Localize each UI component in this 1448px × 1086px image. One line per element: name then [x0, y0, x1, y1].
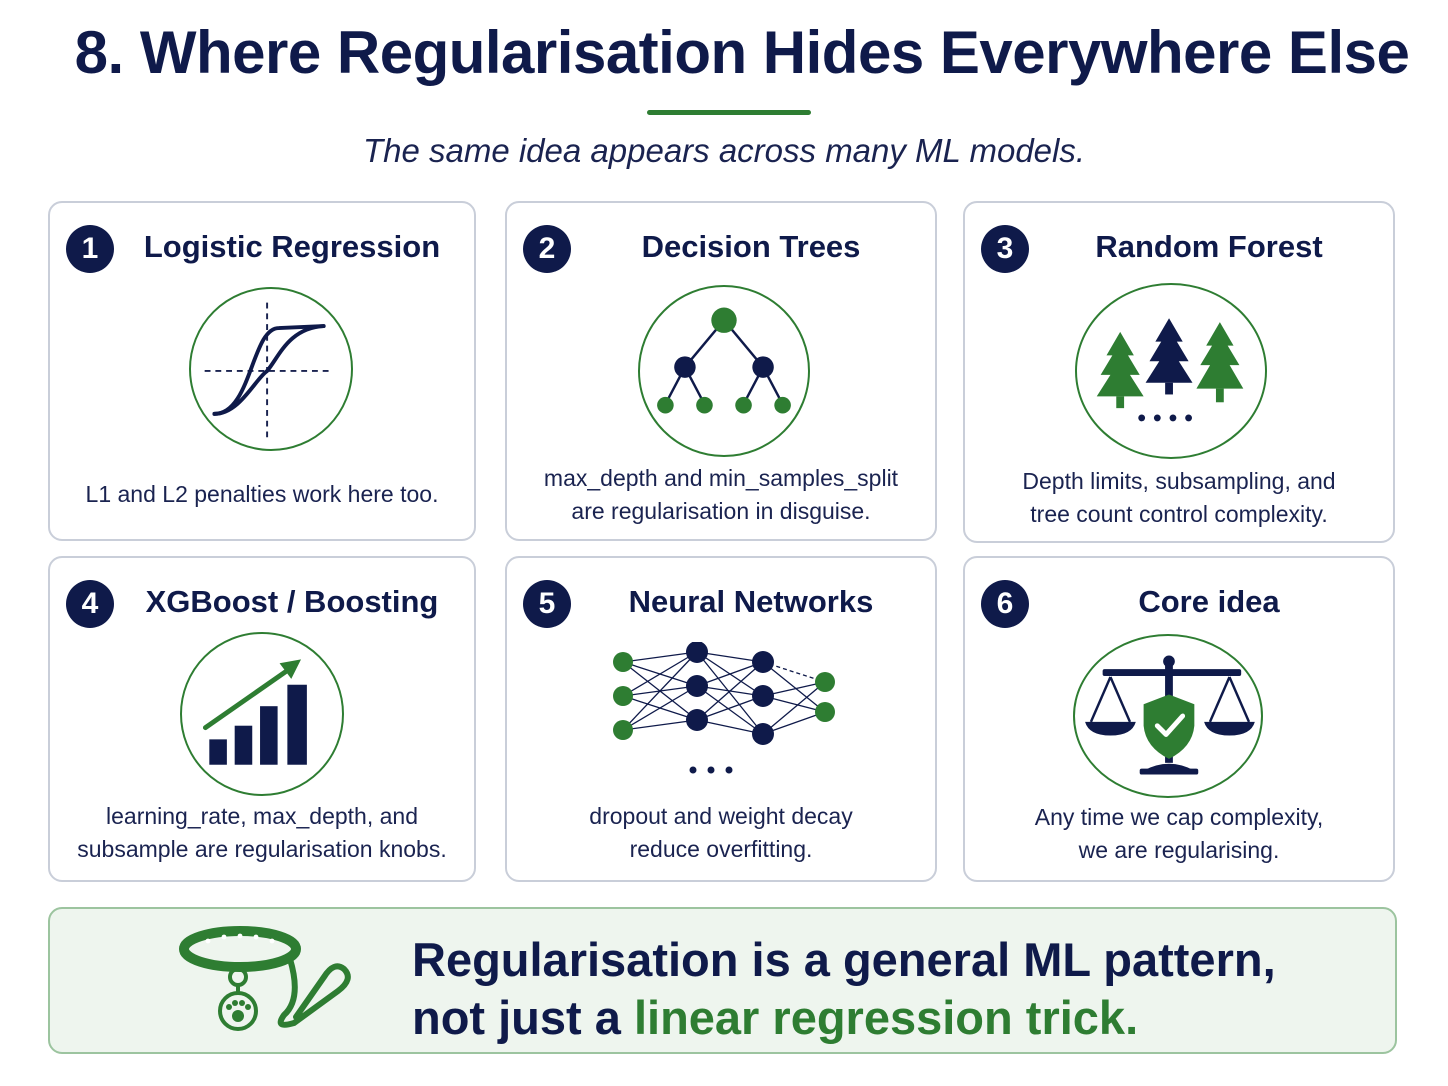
card-description-line: tree count control complexity.: [1030, 501, 1328, 527]
conclusion-line-2-prefix: not just a: [412, 991, 634, 1044]
conclusion-banner: Regularisation is a general ML pattern, …: [48, 907, 1397, 1054]
conclusion-text: Regularisation is a general ML pattern, …: [412, 931, 1276, 1047]
card-description-line: learning_rate, max_depth, and: [106, 803, 418, 829]
card-description-line: subsample are regularisation knobs.: [77, 836, 447, 862]
card-title: Logistic Regression: [143, 229, 441, 264]
card-title: Decision Trees: [641, 229, 861, 264]
card-random-forest: 3 Random Forest Depth limits,: [963, 201, 1395, 543]
page-subtitle: The same idea appears across many ML mod…: [362, 132, 1086, 169]
conclusion-line-2-accent: linear regression trick.: [633, 991, 1139, 1044]
collar-leash-icon: [179, 926, 351, 1031]
card-description: max_depth and min_samples_split are regu…: [517, 462, 925, 528]
conclusion-line-2: not just a linear regression trick.: [412, 989, 1276, 1047]
card-description-line: reduce overfitting.: [629, 836, 813, 862]
card-number-badge: 4: [66, 580, 114, 628]
card-description: learning_rate, max_depth, and subsample …: [60, 800, 464, 866]
title-underline: [647, 110, 811, 115]
page-title: 8. Where Regularisation Hides Everywhere…: [74, 19, 1410, 86]
card-number-badge: 2: [523, 225, 571, 273]
conclusion-line-1: Regularisation is a general ML pattern,: [412, 933, 1276, 986]
card-number-badge: 3: [981, 225, 1029, 273]
card-decision-trees: 2 Decision Trees max_depth and min_sampl…: [505, 201, 937, 541]
card-number-badge: 6: [981, 580, 1029, 628]
card-description-line: dropout and weight decay: [589, 803, 853, 829]
card-description-line: are regularisation in disguise.: [571, 498, 871, 524]
card-neural-networks: 5 Neural Networks dro: [505, 556, 937, 882]
card-description: Any time we cap complexity, we are regul…: [975, 801, 1383, 867]
card-number-badge: 1: [66, 225, 114, 273]
sigmoid-curve-icon: [189, 287, 353, 451]
card-description: dropout and weight decay reduce overfitt…: [517, 800, 925, 866]
card-description-line: Depth limits, subsampling, and: [1022, 468, 1336, 494]
forest-icon: [1075, 283, 1267, 459]
growth-bar-chart-icon: [180, 632, 344, 796]
card-number-badge: 5: [523, 580, 571, 628]
card-title: XGBoost / Boosting: [145, 584, 439, 619]
card-description: Depth limits, subsampling, and tree coun…: [975, 465, 1383, 531]
decision-tree-icon: [638, 285, 810, 457]
card-description-line: we are regularising.: [1078, 837, 1280, 863]
neural-network-icon: [613, 642, 835, 774]
card-description-line: max_depth and min_samples_split: [543, 465, 899, 491]
card-title: Neural Networks: [628, 584, 874, 619]
card-logistic-regression: 1 Logistic Regression L1 and L2 penaltie…: [48, 201, 476, 541]
card-description: L1 and L2 penalties work here too.: [60, 478, 464, 511]
card-core-idea: 6 Core idea Any time we cap complexity, …: [963, 556, 1395, 882]
card-description-line: L1 and L2 penalties work here too.: [85, 481, 439, 507]
card-description-line: Any time we cap complexity,: [1034, 804, 1324, 830]
card-title: Core idea: [1138, 584, 1280, 619]
card-title: Random Forest: [1095, 229, 1323, 264]
card-xgboost-boosting: 4 XGBoost / Boosting learning_rate, max_…: [48, 556, 476, 882]
balance-scale-shield-icon: [1073, 634, 1263, 798]
